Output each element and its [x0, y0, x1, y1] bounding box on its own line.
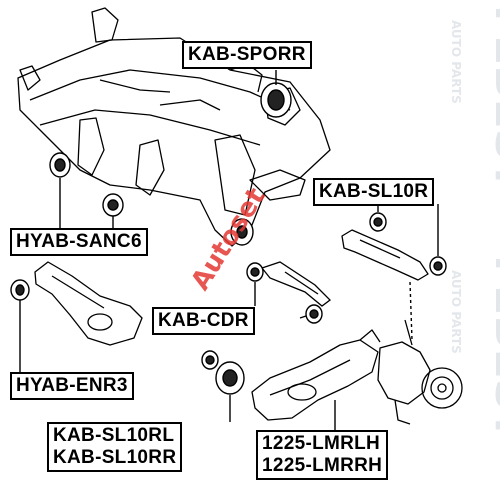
- label-hyab-sanc6: HYAB-SANC6: [10, 228, 148, 256]
- label-kab-cdr: KAB-CDR: [152, 307, 255, 335]
- lower-arm-right-illustration: [251, 329, 381, 421]
- label-lmrlh-text: 1225-LMRLH: [262, 433, 381, 454]
- bushings: [10, 82, 447, 395]
- toe-link-illustration: [260, 261, 331, 307]
- brand-watermark-top: FEBEST: [485, 5, 500, 190]
- label-kab-sl10r-text: KAB-SL10R: [319, 181, 429, 202]
- brand-watermark-bottom: FEBEST: [485, 255, 500, 440]
- label-kab-sporr: KAB-SPORR: [182, 41, 312, 69]
- knuckle-hub-illustration: [377, 319, 463, 425]
- bushing-hyab-sanc6-2: [102, 193, 124, 217]
- brand-sub-watermark: AUTO PARTS: [449, 20, 463, 104]
- label-kab-sl10r: KAB-SL10R: [313, 178, 435, 206]
- leader-lines: [19, 70, 439, 430]
- brand-sub-watermark-2: AUTO PARTS: [449, 270, 463, 354]
- bushing-kab-cdr-2: [305, 304, 323, 324]
- bushing-kab-sl10rl-small: [201, 350, 219, 370]
- label-kab-sl10rl-rr: KAB-SL10RL KAB-SL10RR: [47, 422, 183, 472]
- label-kab-cdr-text: KAB-CDR: [158, 310, 249, 331]
- brand-watermark: FEBEST FEBEST AUTO PARTS AUTO PARTS: [449, 5, 500, 440]
- label-kab-sl10rl-text: KAB-SL10RL: [53, 425, 175, 446]
- label-hyab-sanc6-text: HYAB-SANC6: [16, 231, 142, 252]
- bushing-hyab-enr3: [10, 279, 30, 301]
- label-hyab-enr3-text: HYAB-ENR3: [16, 375, 128, 396]
- lower-arm-left-illustration: [34, 261, 143, 346]
- leader-kab-cdr-2: [299, 315, 307, 319]
- bushing-kab-sl10rl: [215, 361, 245, 395]
- label-kab-sl10rr-text: KAB-SL10RR: [53, 447, 177, 468]
- bushing-kab-sl10r-2: [429, 256, 447, 276]
- upper-link-illustration: [341, 229, 429, 281]
- label-kab-sporr-text: KAB-SPORR: [188, 44, 306, 65]
- bushing-kab-sl10r-1: [369, 212, 387, 232]
- bushing-hyab-sanc6-1: [49, 152, 71, 178]
- label-lmrlh-lmrrh: 1225-LMRLH 1225-LMRRH: [256, 430, 389, 480]
- label-lmrrh-text: 1225-LMRRH: [262, 455, 383, 476]
- leader-knuckle: [409, 281, 413, 341]
- bushing-subframe-mount: [230, 218, 254, 246]
- label-hyab-enr3: HYAB-ENR3: [10, 372, 134, 400]
- bushing-kab-sporr: [260, 82, 292, 118]
- bushing-kab-cdr-1: [246, 262, 264, 282]
